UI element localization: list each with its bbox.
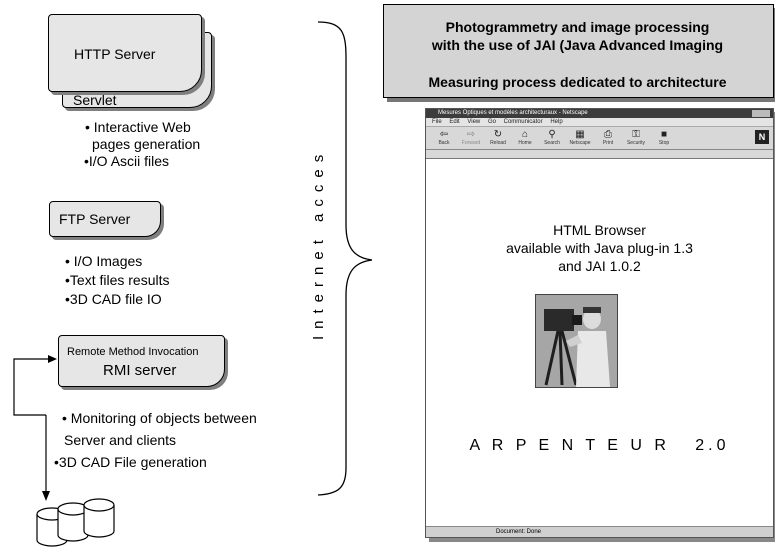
internet-acces-label: Internet acces: [310, 147, 327, 340]
photographer-image: [535, 294, 618, 388]
servlet-label: Servlet: [73, 92, 117, 108]
title-line-1: Photogrammetry and image processing: [445, 19, 710, 35]
browser-line-3: and JAI 1.0.2: [558, 258, 641, 274]
location-bar[interactable]: [426, 150, 773, 159]
print-icon: ⎙: [604, 129, 612, 140]
app-name: A R P E N T E U R 2.0: [469, 437, 730, 454]
http-bullet-1: • Interactive Web: [85, 119, 191, 135]
browser-content: HTML Browser available with Java plug-in…: [426, 161, 773, 526]
ftp-server-box: [49, 201, 161, 237]
home-button[interactable]: ⌂Home: [511, 129, 539, 146]
http-bullet-2: pages generation: [92, 136, 201, 152]
ftp-bullet-3: •3D CAD file IO: [65, 291, 162, 307]
print-button[interactable]: ⎙Print: [594, 129, 622, 146]
search-icon: ⚲: [548, 129, 556, 140]
database-icon: [36, 498, 115, 547]
rmi-arrow-up: [48, 355, 57, 363]
menu-edit[interactable]: Edit: [449, 119, 460, 125]
home-icon: ⌂: [521, 129, 529, 140]
browser-line-1: HTML Browser: [553, 222, 646, 238]
title-line-3: Measuring process dedicated to architect…: [428, 74, 727, 90]
menu-file[interactable]: File: [432, 119, 442, 125]
netscape-logo: N: [755, 130, 769, 144]
title-box: [383, 4, 774, 98]
forward-button[interactable]: ⇨Forward: [457, 129, 485, 146]
rmi-connector: [13, 358, 54, 416]
internet-brace: [317, 21, 373, 496]
rmi-server-line1: Remote Method Invocation: [67, 346, 199, 358]
menu-go[interactable]: Go: [487, 119, 496, 125]
rmi-bullet-2: Server and clients: [64, 432, 177, 448]
browser-window: Mesures Optiques et modèles architectura…: [425, 108, 774, 538]
menu-communicator[interactable]: Communicator: [503, 119, 543, 125]
rmi-bullet-3: •3D CAD File generation: [54, 454, 207, 470]
rmi-bullet-1: • Monitoring of objects between: [62, 410, 257, 426]
rmi-server-line2: RMI server: [103, 362, 177, 379]
browser-toolbar: ⇦Back ⇨Forward ↻Reload ⌂Home ⚲Search ▦Ne…: [426, 127, 773, 150]
ftp-bullet-2: •Text files results: [65, 272, 170, 288]
netscape-button[interactable]: ▦Netscape: [566, 129, 594, 146]
http-server-box: [48, 14, 202, 92]
menu-view[interactable]: View: [467, 119, 481, 125]
netscape-icon: ▦: [575, 129, 585, 140]
search-button[interactable]: ⚲Search: [538, 129, 566, 146]
menu-help[interactable]: Help: [550, 119, 563, 125]
security-button[interactable]: ⚿Security: [622, 129, 650, 146]
rmi-server-box: [58, 335, 225, 387]
title-line-2: with the use of JAI (Java Advanced Imagi…: [431, 37, 724, 53]
reload-button[interactable]: ↻Reload: [484, 129, 512, 146]
ftp-server-title: FTP Server: [59, 211, 131, 227]
stop-button[interactable]: ■Stop: [650, 129, 678, 146]
status-text: Document: Done: [496, 529, 542, 535]
lock-icon: ⚿: [632, 129, 640, 140]
browser-statusbar: Document: Done: [426, 526, 773, 537]
browser-title: Mesures Optiques et modèles architectura…: [438, 110, 588, 116]
http-bullet-3: •I/O Ascii files: [84, 153, 170, 169]
forward-icon: ⇨: [466, 129, 476, 140]
http-server-title: HTTP Server: [74, 46, 156, 62]
ftp-bullet-1: • I/O Images: [65, 253, 143, 269]
back-icon: ⇦: [439, 129, 449, 140]
browser-line-2: available with Java plug-in 1.3: [506, 240, 693, 256]
back-button[interactable]: ⇦Back: [430, 129, 458, 146]
db-arrow-down: [42, 491, 50, 501]
reload-icon: ↻: [493, 129, 503, 140]
browser-menubar: File Edit View Go Communicator Help: [426, 118, 773, 127]
stop-icon: ■: [660, 129, 668, 140]
window-controls[interactable]: [752, 110, 770, 117]
browser-titlebar: Mesures Optiques et modèles architectura…: [426, 109, 773, 118]
